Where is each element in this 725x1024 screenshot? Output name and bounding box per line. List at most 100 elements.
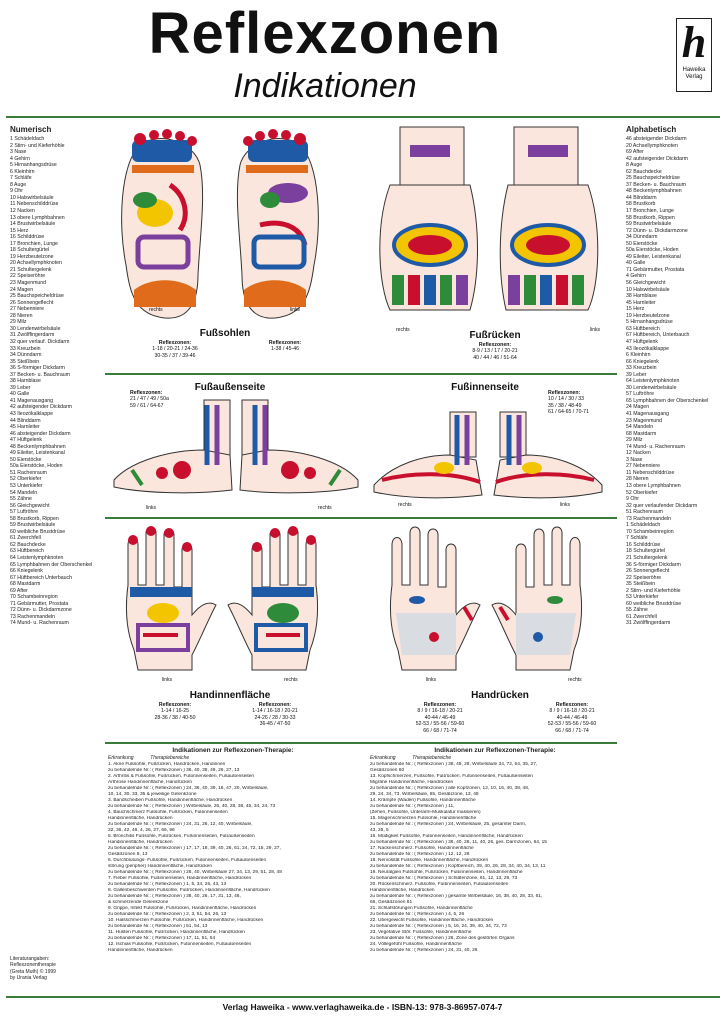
list-item: 41 Magenausgang	[10, 397, 53, 404]
page-title: Reflexzonen	[148, 1, 502, 66]
inner-zones3: 61 / 64-65 / 70-71	[548, 409, 589, 416]
inner-foot-diagram	[373, 411, 603, 499]
list-item: 55 Zähne	[626, 607, 648, 614]
back-caption-left: Reflexzonen: 8 / 9 / 16-18 / 20-21 40-44…	[400, 702, 480, 734]
list-item: 60 weibliche Brustdrüse	[626, 600, 682, 607]
indication-row: zu behandelnde Nr.: ( Reflexzonen ) 12, …	[370, 852, 470, 857]
credits: Literaturangaben: Reflexzonentherapie (G…	[10, 956, 104, 982]
list-item: 71 Gebärmutter, Prostata	[626, 266, 685, 273]
list-item: 44 Blinddarm	[10, 417, 41, 424]
indication-row: zu behandelnde Nr.: ( Reflexzonen ) alle…	[370, 786, 530, 791]
list-item: 40 Galle	[626, 260, 646, 267]
list-item: 73 Rachenmandeln	[10, 613, 55, 620]
list-item: 57 Luftröhre	[626, 391, 654, 398]
indication-row: zu behandelnde Nr.: ( Reflexzonen ) 17, …	[108, 936, 216, 941]
indication-row: Handinnenfläche, Handrücken	[370, 888, 435, 893]
list-item: 13 obere Lymphbahnen	[10, 214, 65, 221]
palm-zones-left: 1-14 / 16-25	[161, 708, 189, 715]
indications-col-left-head: Erkrankung	[108, 755, 134, 761]
list-item: 68 Mastdarm	[626, 430, 657, 437]
list-item: 22 Speiseröhre	[10, 273, 46, 280]
soles-label-rechts: rechts	[149, 307, 163, 313]
list-item: 58 Brustkorb, Rippen	[10, 515, 59, 522]
list-item: 48 Beckenlymphbahnen	[626, 188, 682, 195]
list-item: 21 Schultergelenk	[626, 555, 668, 561]
soles-zones-left: 1-18 / 20-21 / 24-36	[152, 346, 198, 353]
indication-row: zu behandelnde Nr.: ( Reflexzonen ) Wirb…	[108, 804, 276, 809]
palm-caption-left: Reflexzonen: 1-14 / 16-25 28-36 / 38 / 4…	[135, 702, 215, 721]
list-item: 34 Dünndarm	[626, 234, 658, 241]
list-item: 3 Nase	[10, 149, 27, 156]
indication-row: 43, 26, 5	[370, 828, 389, 833]
credit-line-3: (Greta Muth) © 1999	[10, 968, 56, 975]
indication-row: 20. Rückenschmerz. Fußsohle, Fußinnensei…	[370, 882, 509, 887]
back-caption-right: Reflexzonen: 8 / 9 / 16-18 / 20-21 40-44…	[532, 702, 612, 734]
list-item: 58 Brustkorb, Rippen	[626, 214, 675, 221]
indication-row: 19. Neuralgien Fußsohle, Fußrücken, Fußi…	[370, 870, 523, 875]
list-item: 58 Brustkorb	[626, 201, 656, 208]
list-item: 43 Ileozökalklappe	[626, 345, 669, 352]
list-item: 71 Gebärmutter, Prostata	[10, 600, 69, 607]
list-item: 10 Halswirbelsäule	[10, 194, 54, 201]
back-zones-left3: 52-53 / 55-56 / 59-60	[415, 721, 465, 728]
indication-row: 3. Bandscheiben Fußsohle, Handinnenfläch…	[108, 798, 233, 803]
list-item: 70 Schambeinregion	[626, 528, 674, 535]
inner-label-links: links	[560, 502, 571, 508]
logo-text-1: Haweika	[682, 67, 706, 73]
list-item: 3 Nase	[626, 456, 643, 463]
indication-row: zu behandelnde Nr.: ( Reflexzonen ) 38, …	[370, 762, 538, 767]
list-item: 52 Oberkiefer	[10, 476, 42, 483]
dorsum-zones: 8-9 / 13 / 17 / 20-21	[472, 348, 518, 355]
list-item: 53 Unterkiefer	[10, 482, 43, 489]
indications-heading-right: Indikationen zur Reflexzonen-Therapie:	[434, 747, 556, 754]
list-item: 17 Bronchien, Lunge	[626, 208, 674, 215]
list-item: 15 Herz	[10, 227, 29, 234]
inner-foot-left	[493, 411, 603, 499]
list-item: 59 Brustwirbelsäule	[10, 522, 56, 529]
list-item: 5 Hirnanhangsdrüse	[10, 162, 57, 169]
list-item: 59 Brustwirbelsäule	[626, 221, 672, 228]
list-item: 50 Eierstöcke	[10, 456, 42, 463]
inner-zones2: 35 / 38 / 48-49	[548, 402, 582, 409]
list-item: 56 Gleichgewicht	[626, 280, 666, 287]
section-title-fusssohlen: Fußsohlen	[199, 328, 251, 339]
list-item: 5 Hirnanhangsdrüse	[626, 319, 673, 326]
list-item: 39 Leber	[10, 384, 31, 391]
indication-row: zu behandelnde Nr.: ( Reflexzonen ) 36, …	[370, 840, 547, 845]
outer-foot-right	[239, 399, 359, 494]
back-zones-right4: 66 / 68 / 71-74	[555, 727, 589, 734]
list-item: 7 Schläfe	[10, 175, 32, 182]
list-item: 16 Schilddrüse	[10, 234, 45, 241]
soles-zones-left2: 30-35 / 37 / 39-46	[154, 352, 196, 359]
indication-row: zu behandelnde Nr.: ( Reflexzonen ) 26, …	[108, 870, 282, 875]
indication-row: 2. Arthritis & Fußsohle, Fußrücken, Fußi…	[108, 774, 255, 779]
list-item: 35 Steißbein	[10, 358, 40, 365]
list-item: 62 Bauchdecke	[10, 541, 46, 548]
list-item: 6 Kleinhirn	[10, 168, 35, 175]
indication-row: zu behandelnde Nr.: ( Reflexzonen ) 26, …	[370, 936, 515, 941]
hand-back-left	[389, 526, 481, 671]
outer-caption: Reflexzonen: 21 / 47 / 49 / 50a 59 / 61 …	[130, 390, 200, 409]
list-item: 69 After	[626, 149, 644, 156]
section-title-fussinnen: Fußinnenseite	[451, 382, 519, 393]
indication-row: 11. Husten Fußsohle, Fußrücken, Handinne…	[108, 930, 245, 935]
list-item: 30 Lendenwirbelsäule	[626, 384, 677, 391]
list-item: 29 Milz	[626, 437, 643, 444]
list-item: 64 Leistenlymphknoten	[10, 555, 64, 561]
section-title-fussaussen: Fußaußenseite	[194, 382, 266, 393]
soles-caption-label-right: Reflexzonen:	[268, 340, 302, 346]
indication-row: 29, 24, 34, 73, Wirbelsäule, 65, Gesäßzo…	[370, 792, 479, 797]
list-item: 27 Nebenniere	[626, 463, 661, 470]
indication-row: zu behandelnde Nr.: ( Reflexzonen ) 24, …	[108, 786, 269, 791]
list-item: 27 Nebenniere	[10, 306, 45, 313]
dorsum-left	[499, 126, 599, 311]
list-item: 2 Stirn- und Kieferhöhle	[626, 587, 681, 594]
list-item: 32 quer verlauf. Dickdarm	[10, 338, 70, 345]
list-item: 33 Kreuzbein	[10, 345, 41, 352]
indication-row: 7. Fieber Fußsohle, Fußinnenseiten, Hand…	[108, 876, 252, 881]
outer-label-rechts: rechts	[318, 505, 332, 511]
dorsum-label-rechts: rechts	[396, 327, 410, 333]
list-item: 61 Zwerchfell	[626, 613, 657, 620]
inner-caption-label: Reflexzonen:	[548, 390, 581, 396]
